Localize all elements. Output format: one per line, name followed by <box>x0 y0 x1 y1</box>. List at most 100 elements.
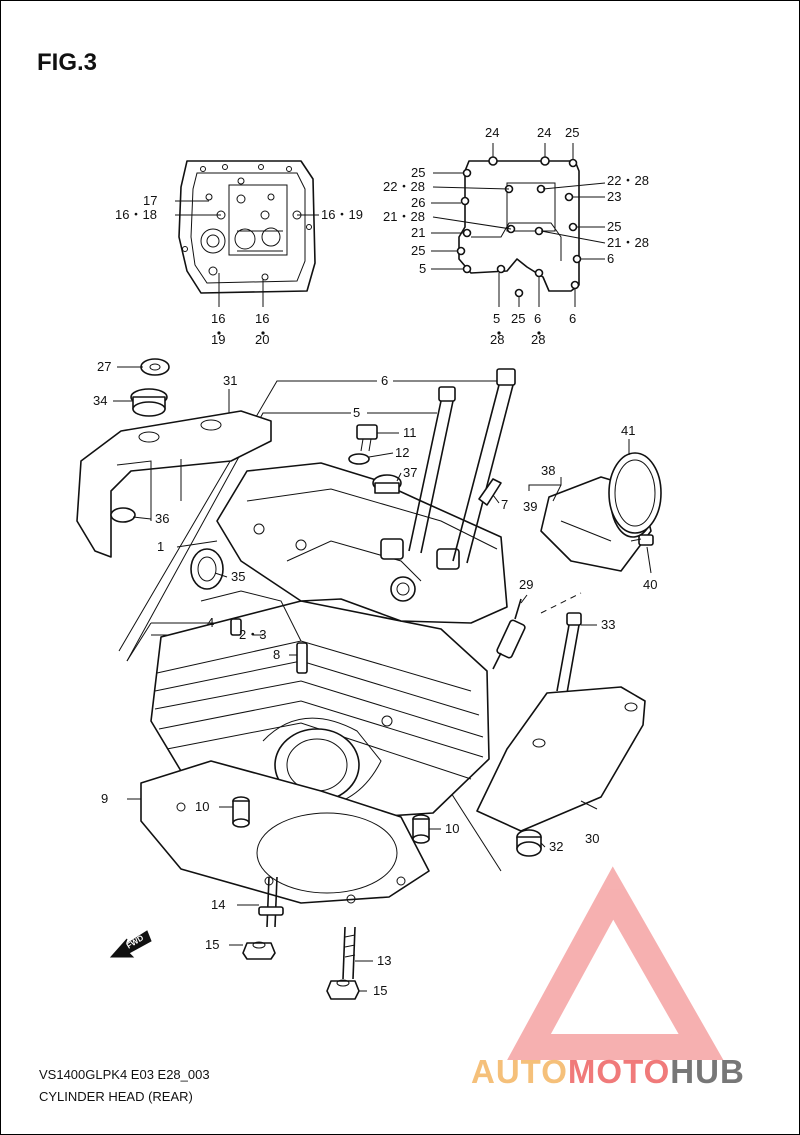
watermark-logo-icon <box>507 866 724 1060</box>
callout-32: 32 <box>549 839 563 854</box>
stud-14 <box>258 876 284 928</box>
inset-right-labels: 24 24 25 25 22・28 26 21・28 21 25 5 22・28… <box>383 125 649 347</box>
nut-15-b <box>326 979 360 1000</box>
callout-25-c: 25 <box>607 219 621 234</box>
fwd-arrow-icon: FWD <box>109 930 152 958</box>
callout-6: 6 <box>381 373 388 388</box>
brand-auto: AUTO <box>471 1053 568 1090</box>
callout-28-a: 28 <box>490 332 504 347</box>
inset-right-leaders <box>431 143 606 307</box>
main-leaders <box>113 366 652 992</box>
callout-17: 17 <box>143 193 157 208</box>
callout-12: 12 <box>395 445 409 460</box>
collar-32 <box>516 829 542 857</box>
spark-plug-29 <box>492 598 526 670</box>
inset-cover-plate <box>456 156 582 298</box>
dowel-4 <box>230 618 242 636</box>
callout-6-c: 6 <box>569 311 576 326</box>
callout-21: 21 <box>411 225 425 240</box>
callout-34: 34 <box>93 393 107 408</box>
callout-8: 8 <box>273 647 280 662</box>
callout-38: 38 <box>541 463 555 478</box>
catalog-code: VS1400GLPK4 E03 E28_003 <box>39 1067 210 1082</box>
cam-housing <box>216 462 508 624</box>
callout-25-top: 25 <box>565 125 579 140</box>
plug-37 <box>372 474 402 494</box>
callout-30: 30 <box>585 831 599 846</box>
seal-35 <box>190 548 224 590</box>
callout-20: 20 <box>255 332 269 347</box>
callout-7: 7 <box>501 497 508 512</box>
catalog-title: CYLINDER HEAD (REAR) <box>39 1089 193 1104</box>
side-cover-31 <box>76 410 272 558</box>
callout-24-a: 24 <box>485 125 499 140</box>
callout-21-28-a: 21・28 <box>383 209 425 224</box>
long-bolts <box>408 368 516 564</box>
inset-left-leaders <box>175 200 319 307</box>
callout-15-a: 15 <box>205 937 219 952</box>
brand-moto: MOTO <box>567 1053 671 1090</box>
callout-39: 39 <box>523 499 537 514</box>
watermark-brand: AUTOMOTOHUB <box>471 1053 745 1091</box>
reference-lines <box>118 380 582 872</box>
callout-4: 4 <box>207 615 214 630</box>
callout-25-a: 25 <box>411 165 425 180</box>
collar-36 <box>110 507 136 523</box>
callout-37: 37 <box>403 465 417 480</box>
callout-15-b: 15 <box>373 983 387 998</box>
bolt-11 <box>356 424 378 452</box>
callout-16-b: 16 <box>255 311 269 326</box>
callout-23: 23 <box>607 189 621 204</box>
callout-11: 11 <box>403 425 417 440</box>
callout-16-18: 16・18 <box>115 207 157 222</box>
clamp-41 <box>608 452 662 534</box>
callout-29: 29 <box>519 577 533 592</box>
bolt-40 <box>630 534 654 546</box>
callout-27: 27 <box>97 359 111 374</box>
callout-6-a: 6 <box>607 251 614 266</box>
callout-5-inset: 5 <box>419 261 426 276</box>
callout-19: 19 <box>211 332 225 347</box>
cylinder-head <box>150 590 490 820</box>
callout-26: 26 <box>411 195 425 210</box>
callout-36: 36 <box>155 511 169 526</box>
callout-25-d: 25 <box>511 311 525 326</box>
washer-12 <box>348 453 370 465</box>
main-labels: 27 34 31 6 5 11 12 37 7 36 1 35 4 2・3 8 … <box>93 359 657 998</box>
callout-2-3: 2・3 <box>239 627 266 642</box>
nut-15-a <box>242 941 276 960</box>
callout-16-a: 16 <box>211 311 225 326</box>
cover-30 <box>476 686 646 832</box>
callout-31: 31 <box>223 373 237 388</box>
callout-21-28-b: 21・28 <box>607 235 649 250</box>
callout-33: 33 <box>601 617 615 632</box>
callout-9: 9 <box>101 791 108 806</box>
callout-22-28-a: 22・28 <box>383 179 425 194</box>
callout-14: 14 <box>211 897 225 912</box>
callout-40: 40 <box>643 577 657 592</box>
callout-41: 41 <box>621 423 635 438</box>
inset-left-labels: 17 16・18 16・19 16 19 16 20 <box>115 193 363 347</box>
callout-10-b: 10 <box>445 821 459 836</box>
dowel-10-a <box>232 796 250 828</box>
callout-35: 35 <box>231 569 245 584</box>
callout-10-a: 10 <box>195 799 209 814</box>
callout-22-28-b: 22・28 <box>607 173 649 188</box>
callout-28-b: 28 <box>531 332 545 347</box>
figure-title: FIG.3 <box>37 49 98 76</box>
callout-24-b: 24 <box>537 125 551 140</box>
stud-13 <box>342 926 356 980</box>
callout-5-b: 5 <box>493 311 500 326</box>
washer-27 <box>140 358 170 376</box>
callout-16-19: 16・19 <box>321 207 363 222</box>
callout-13: 13 <box>377 953 391 968</box>
callout-6-b: 6 <box>534 311 541 326</box>
callout-1: 1 <box>157 539 164 554</box>
brand-hub: HUB <box>670 1053 745 1090</box>
callout-25-b: 25 <box>411 243 425 258</box>
grommet-34 <box>130 388 168 417</box>
bolt-33 <box>556 612 582 694</box>
dowel-10-b <box>412 814 430 844</box>
